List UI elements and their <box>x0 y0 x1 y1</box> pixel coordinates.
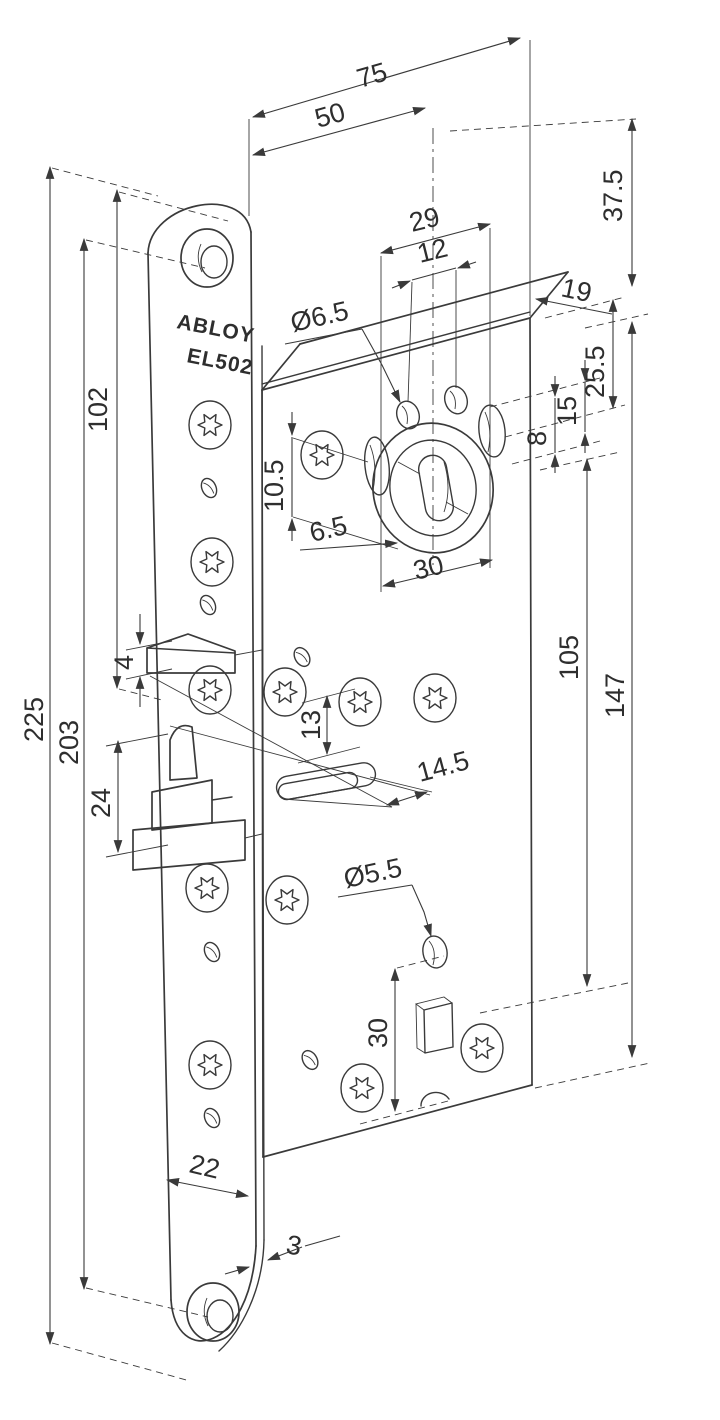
brand-text: ABLOY <box>175 310 256 348</box>
oval-hole-icon <box>200 939 224 965</box>
drill-hole-5-5 <box>422 935 448 969</box>
torx-screw-icon <box>190 537 234 587</box>
latch-bolt <box>146 633 263 674</box>
dim-102: 102 <box>83 387 113 432</box>
torx-screw-icon <box>185 863 229 913</box>
dim-13: 13 <box>296 710 326 740</box>
drill-hole-6-5 <box>443 385 469 415</box>
oval-hole-icon <box>196 592 220 618</box>
dim-30-cylinder: 30 <box>410 549 446 585</box>
dim-19: 19 <box>559 273 595 309</box>
dim-6-5: 6.5 <box>307 510 350 548</box>
dim-29: 29 <box>406 201 442 237</box>
faceplate-screw-hole-top <box>180 228 234 288</box>
oval-hole-icon <box>200 1105 224 1131</box>
torx-screw-icon <box>338 677 382 727</box>
dim-50: 50 <box>311 97 348 134</box>
torx-screw-icon <box>188 400 232 450</box>
dim-dia-6-5: Ø6.5 <box>288 295 352 337</box>
oval-hole-icon <box>298 1047 322 1073</box>
dim-24: 24 <box>86 788 116 818</box>
dim-30-bottom: 30 <box>363 1018 393 1048</box>
oblong-hole <box>478 404 506 458</box>
dimensions: 75 50 37.5 29 12 Ø6.5 19 25.5 15 8 10.5 … <box>19 37 651 1382</box>
dim-8: 8 <box>522 431 552 446</box>
cylinder-hole <box>371 422 495 554</box>
torx-screw-icon <box>413 673 457 723</box>
oblong-slot <box>363 436 391 496</box>
deadbolt <box>132 724 263 871</box>
dim-22: 22 <box>187 1149 223 1185</box>
faceplate-screw-hole-bottom <box>186 1282 240 1342</box>
oval-hole-icon <box>290 644 314 670</box>
dim-147: 147 <box>600 673 630 718</box>
cable-square-hole <box>414 996 454 1054</box>
model-text: EL502 <box>185 344 255 379</box>
dim-203: 203 <box>54 720 84 765</box>
dim-225: 225 <box>19 697 49 742</box>
dim-4: 4 <box>109 655 139 670</box>
torx-screw-icon <box>265 875 309 925</box>
lock-case <box>149 271 569 1158</box>
dim-12: 12 <box>414 232 450 268</box>
torx-screw-icon <box>460 1023 504 1073</box>
dim-3: 3 <box>284 1229 304 1261</box>
torx-screw-icon <box>300 430 344 480</box>
follower-slot <box>275 762 377 801</box>
dim-15: 15 <box>552 396 582 426</box>
dim-75: 75 <box>353 57 390 94</box>
torx-screw-icon <box>263 667 307 717</box>
torx-screw-icon <box>188 1040 232 1090</box>
torx-screw-icon <box>340 1063 384 1113</box>
dim-10-5: 10.5 <box>259 459 289 512</box>
dim-105: 105 <box>554 635 584 680</box>
dim-37-5: 37.5 <box>598 169 628 222</box>
dim-14-5: 14.5 <box>414 745 473 788</box>
oval-hole-icon <box>197 475 221 501</box>
drill-hole-6-5 <box>395 400 421 430</box>
